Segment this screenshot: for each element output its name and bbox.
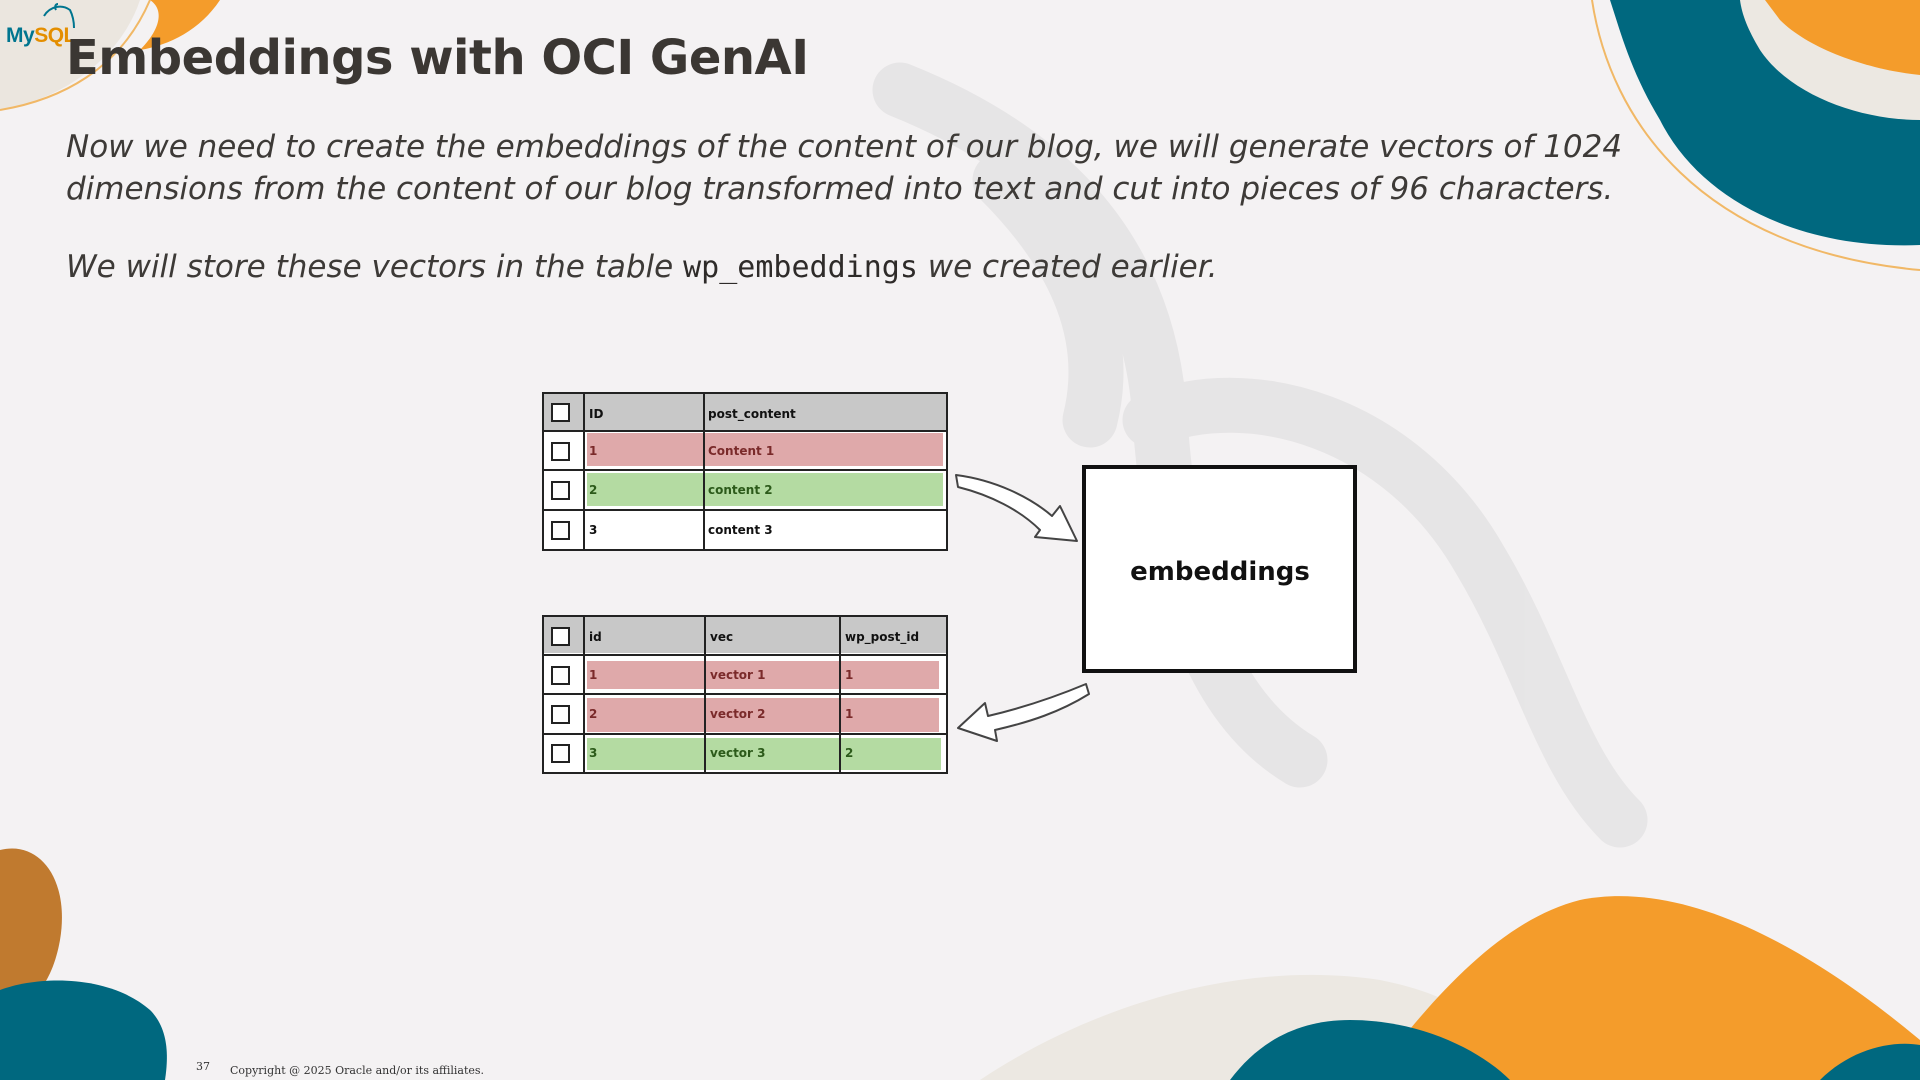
emb-header-vec: vec xyxy=(710,630,733,644)
arrow-to-table-icon xyxy=(958,684,1089,741)
embeddings-label: embeddings xyxy=(1130,557,1310,587)
emb-row-2-post-id: 1 xyxy=(845,707,853,721)
emb-row-2-vec: vector 2 xyxy=(710,707,766,721)
posts-row-2-content: content 2 xyxy=(708,483,773,497)
embeddings-box: embeddings xyxy=(1084,467,1355,671)
posts-row-2-id: 2 xyxy=(589,483,597,497)
posts-row-3-id: 3 xyxy=(589,523,597,537)
posts-table: ID post_content 1 Content 1 2 content 2 … xyxy=(543,393,947,550)
emb-row-1-id: 1 xyxy=(589,668,597,682)
emb-row-2-checkbox[interactable] xyxy=(552,706,569,723)
emb-header-id: id xyxy=(589,630,602,644)
embeddings-table: id vec wp_post_id 1 vector 1 1 2 vector … xyxy=(543,616,947,773)
posts-row-1-content: Content 1 xyxy=(708,444,774,458)
emb-row-3-vec: vector 3 xyxy=(710,746,766,760)
posts-row-3-checkbox[interactable] xyxy=(552,522,569,539)
posts-row-1-checkbox[interactable] xyxy=(552,443,569,460)
emb-row-1-vec: vector 1 xyxy=(710,668,766,682)
page-number: 37 xyxy=(196,1060,210,1073)
emb-header-post-id: wp_post_id xyxy=(845,630,919,645)
copyright-notice: Copyright @ 2025 Oracle and/or its affil… xyxy=(230,1064,484,1077)
emb-row-3-id: 3 xyxy=(589,746,597,760)
emb-row-1-post-id: 1 xyxy=(845,668,853,682)
posts-row-1-id: 1 xyxy=(589,444,597,458)
emb-row-3-post-id: 2 xyxy=(845,746,853,760)
posts-row-3-content: content 3 xyxy=(708,523,773,537)
emb-row-3-checkbox[interactable] xyxy=(552,745,569,762)
posts-header-checkbox[interactable] xyxy=(552,404,569,421)
emb-row-2-id: 2 xyxy=(589,707,597,721)
emb-header-checkbox[interactable] xyxy=(552,628,569,645)
posts-header-id: ID xyxy=(589,407,603,421)
posts-header-content: post_content xyxy=(708,407,796,422)
arrow-to-embeddings-icon xyxy=(956,475,1077,541)
emb-row-1-checkbox[interactable] xyxy=(552,667,569,684)
posts-row-2-checkbox[interactable] xyxy=(552,482,569,499)
